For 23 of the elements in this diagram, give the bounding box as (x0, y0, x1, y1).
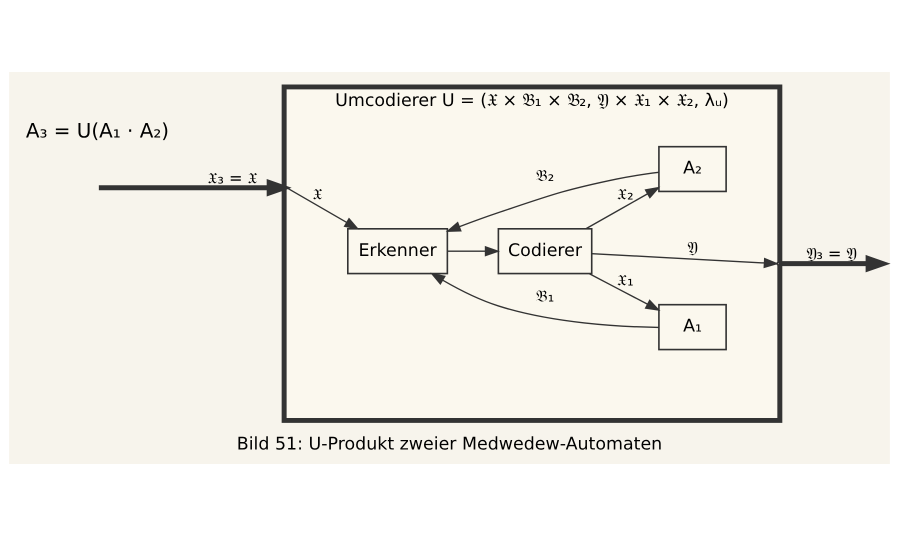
edge-label: 𝔛₃ = 𝔛 (207, 168, 258, 188)
edge-label: 𝔛₁ (617, 270, 634, 290)
arrow (764, 254, 891, 272)
arrow (448, 246, 500, 257)
arrow (266, 179, 360, 230)
label: A₃ = U(A₁ · A₂) (26, 120, 170, 143)
node-box: A₁ (658, 304, 727, 350)
edge-label: 𝔅₂ (536, 166, 554, 185)
arrow (586, 186, 660, 230)
edge-label: 𝔜₃ = 𝔜 (806, 244, 857, 264)
edge-label: 𝔛₂ (617, 184, 634, 204)
arrow (592, 252, 779, 268)
arrow (589, 273, 661, 312)
edge-label: 𝔛 (312, 184, 322, 204)
arrow (446, 172, 659, 232)
edge-label: 𝔜 (688, 238, 698, 257)
arrow (98, 179, 292, 196)
edge-label: 𝔅₁ (536, 286, 554, 306)
arrow (430, 272, 659, 328)
node-box: Codierer (498, 228, 593, 274)
node-box: A₂ (658, 146, 727, 192)
caption: Bild 51: U-Produkt zweier Medwedew-Automaten (236, 434, 662, 454)
node-box: Erkenner (347, 228, 448, 274)
